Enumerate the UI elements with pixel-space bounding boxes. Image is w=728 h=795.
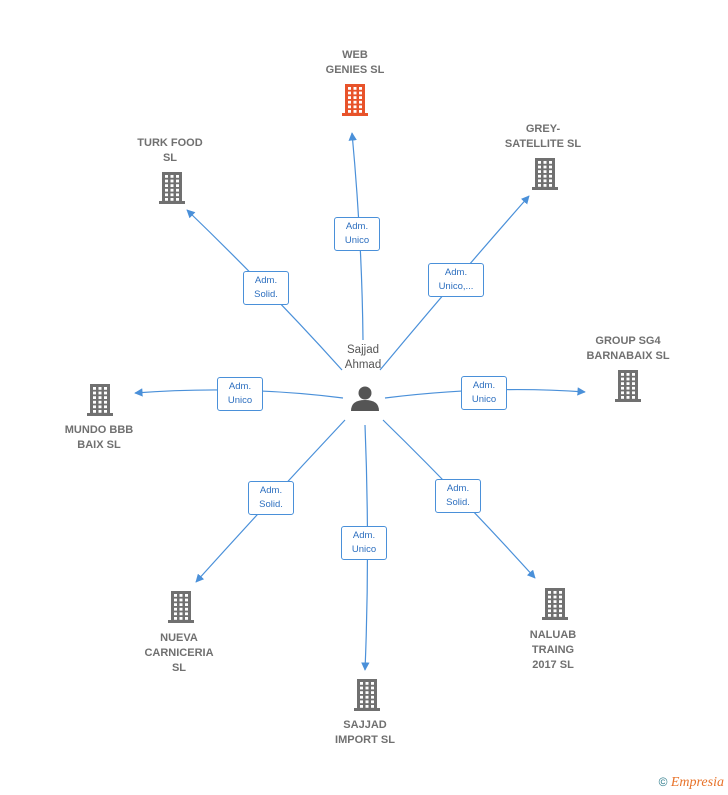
relation-badge-group-sg4: Adm. Unico — [461, 376, 507, 410]
copyright-icon: © — [658, 775, 668, 789]
relation-badge-grey-satellite: Adm. Unico,... — [428, 263, 484, 297]
center-person-name[interactable]: Sajjad Ahmad — [344, 344, 382, 371]
building-icon — [354, 679, 380, 711]
company-name-web-genies[interactable]: WEB GENIES SL — [325, 49, 385, 76]
relation-badge-turk-food: Adm. Solid. — [243, 271, 289, 305]
brand-logo[interactable]: Empresia — [670, 775, 724, 790]
relation-badge-mundo-bbb: Adm. Unico — [217, 377, 263, 411]
building-icon — [532, 158, 558, 190]
company-name-group-sg4[interactable]: GROUP SG4 BARNABAIX SL — [586, 335, 670, 362]
company-name-naluab-traing[interactable]: NALUAB TRAING 2017 SL — [529, 629, 577, 671]
building-icon — [542, 588, 568, 620]
building-icon — [615, 370, 641, 402]
building-icon — [87, 384, 113, 416]
person-icon — [351, 386, 379, 411]
building-icon — [342, 84, 368, 116]
company-name-turk-food[interactable]: TURK FOOD SL — [137, 137, 203, 164]
building-icon — [168, 591, 194, 623]
company-name-sajjad-import[interactable]: SAJJAD IMPORT SL — [335, 719, 395, 746]
company-name-nueva-carniceria[interactable]: NUEVA CARNICERIA SL — [144, 632, 214, 674]
building-icon — [159, 172, 185, 204]
company-name-grey-satellite[interactable]: GREY- SATELLITE SL — [504, 123, 582, 150]
footer: © Empresia — [659, 775, 724, 791]
relation-badge-sajjad-import: Adm. Unico — [341, 526, 387, 560]
relation-badge-nueva-carniceria: Adm. Solid. — [248, 481, 294, 515]
company-name-mundo-bbb[interactable]: MUNDO BBB BAIX SL — [64, 424, 134, 451]
relation-badge-naluab-traing: Adm. Solid. — [435, 479, 481, 513]
relation-badge-web-genies: Adm. Unico — [334, 217, 380, 251]
